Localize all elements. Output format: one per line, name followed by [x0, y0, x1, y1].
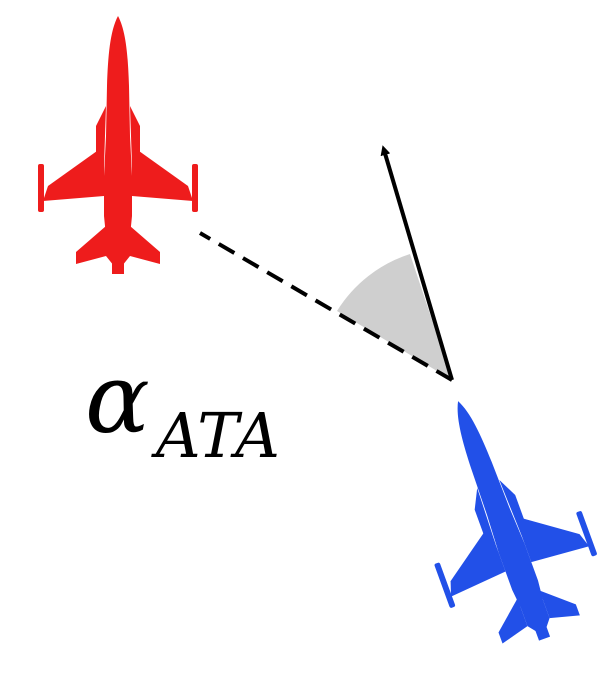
ata-angle-arc	[337, 254, 452, 380]
ata-label-symbol: α	[85, 343, 150, 455]
ata-label: αATA	[85, 343, 280, 472]
blue-fighter-icon	[384, 374, 609, 666]
red-fighter-icon	[38, 16, 198, 274]
line-of-sight-dashed	[198, 231, 454, 382]
heading-vector-arrow	[380, 145, 454, 381]
ata-label-subscript: ATA	[151, 399, 280, 472]
